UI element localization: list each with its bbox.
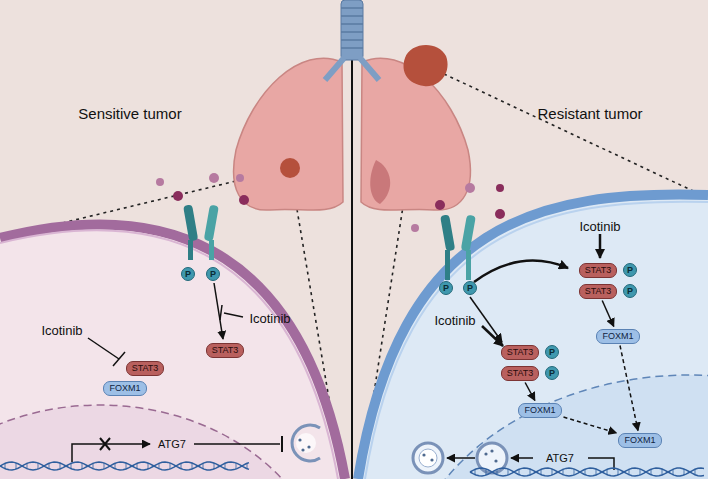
phospho-circle: P: [463, 281, 477, 295]
gene-label: ATG7: [158, 439, 186, 450]
sensitive-cell: [0, 224, 345, 479]
lungs: [234, 0, 471, 210]
node-text: STAT3: [507, 369, 534, 378]
node-text: STAT3: [585, 266, 612, 275]
node-text: FOXM1: [524, 406, 555, 415]
phospho-circle: P: [439, 281, 453, 295]
node-text: FOXM1: [624, 436, 655, 445]
phospho-circle: P: [623, 284, 637, 298]
node-text: P: [443, 284, 449, 293]
node-text: P: [627, 266, 633, 275]
panel-title: Sensitive tumor: [78, 106, 181, 121]
node-text: P: [210, 270, 216, 279]
node-text: P: [185, 270, 191, 279]
small-tumor: [280, 158, 300, 178]
phospho-circle: P: [623, 263, 637, 277]
pathway-arrow: [525, 383, 535, 401]
node-text: STAT3: [212, 346, 239, 355]
drug-label: Icotinib: [434, 314, 475, 327]
foxm1-protein: FOXM1: [596, 329, 639, 344]
receptor: [183, 204, 476, 280]
foxm1-protein: FOXM1: [518, 403, 561, 418]
dna-helix: [0, 462, 704, 476]
drug-label: Icotinib: [41, 324, 82, 337]
autophagosome: [292, 425, 507, 473]
node-text: STAT3: [585, 287, 612, 296]
node-text: P: [627, 287, 633, 296]
pathway-arrow: [602, 301, 614, 327]
stat3-protein: STAT3: [579, 263, 618, 278]
phospho-circle: P: [181, 267, 195, 281]
node-text: P: [549, 348, 555, 357]
node-text: P: [467, 284, 473, 293]
stat3-protein: STAT3: [126, 361, 165, 376]
drug-label: Icotinib: [249, 312, 290, 325]
phospho-circle: P: [545, 345, 559, 359]
pathway-arrow: [620, 346, 638, 431]
cargo-dots: [298, 438, 497, 462]
panel-title: Resistant tumor: [537, 106, 642, 121]
node-text: STAT3: [132, 364, 159, 373]
large-tumor: [404, 45, 448, 86]
node-text: FOXM1: [602, 332, 633, 341]
gene-label: ATG7: [546, 453, 574, 464]
phospho-circle: P: [545, 366, 559, 380]
foxm1-protein: FOXM1: [103, 381, 146, 396]
pathway-lines: [72, 234, 614, 470]
stat3-protein: STAT3: [579, 284, 618, 299]
stat3-protein: STAT3: [206, 343, 245, 358]
node-text: STAT3: [507, 348, 534, 357]
foxm1-protein: FOXM1: [618, 433, 661, 448]
resistant-cell: [358, 195, 708, 479]
phospho-circle: P: [206, 267, 220, 281]
pathway-arrow: [564, 417, 617, 433]
drug-label: Icotinib: [579, 220, 620, 233]
stat3-protein: STAT3: [501, 366, 540, 381]
divider-line: [351, 55, 353, 479]
node-text: P: [549, 369, 555, 378]
stat3-protein: STAT3: [501, 345, 540, 360]
node-text: FOXM1: [109, 384, 140, 393]
